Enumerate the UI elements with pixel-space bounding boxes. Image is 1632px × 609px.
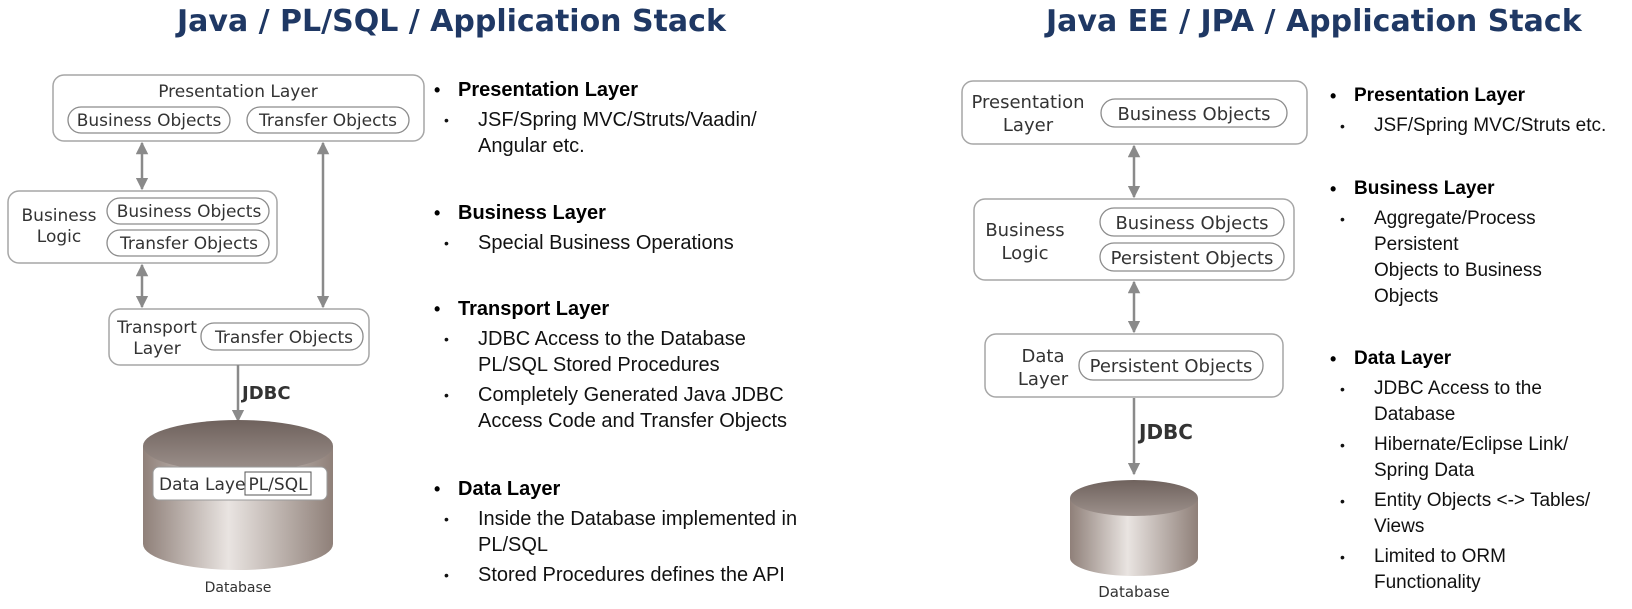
right-sec-item: JSF/Spring MVC/Struts etc. — [1340, 113, 1630, 139]
left-presentation-layer: Presentation Layer Business Objects Tran… — [52, 74, 425, 142]
right-bus-persistent-objects: Persistent Objects — [1111, 248, 1274, 269]
left-sec-item: Stored Procedures defines the API — [444, 562, 854, 588]
left-section-business: Business Layer Special Business Operatio… — [434, 200, 854, 256]
left-bus-business-objects: Business Objects — [117, 202, 262, 222]
left-business-logic: Business Logic Business Objects Transfer… — [7, 190, 278, 264]
right-section-business: Business Layer Aggregate/Process Persist… — [1330, 176, 1630, 310]
right-business-label-1: Business — [985, 220, 1064, 241]
right-business-logic: Business Logic Business Objects Persiste… — [973, 198, 1295, 281]
left-sec-item: Special Business Operations — [444, 230, 854, 256]
left-sec-item: Completely Generated Java JDBC Access Co… — [444, 382, 854, 434]
left-section-presentation: Presentation Layer JSF/Spring MVC/Struts… — [434, 77, 854, 159]
right-presentation-label-2: Layer — [1003, 115, 1054, 136]
left-data-layer-label: Data Layer — [159, 475, 252, 495]
right-data-label-2: Layer — [1018, 369, 1069, 390]
left-transport-label-1: Transport — [116, 318, 197, 338]
left-business-label-1: Business — [22, 206, 97, 226]
left-title: Java / PL/SQL / Application Stack — [177, 4, 726, 39]
right-bus-business-objects: Business Objects — [1115, 213, 1268, 234]
right-sec-item: Limited to ORM Functionality — [1340, 544, 1630, 596]
left-transport-label-2: Layer — [133, 339, 180, 359]
left-pres-business-objects: Business Objects — [77, 111, 222, 131]
right-presentation-label-1: Presentation — [971, 92, 1084, 113]
left-sec-heading-data: Data Layer — [434, 476, 854, 502]
left-sec-item: JSF/Spring MVC/Struts/Vaadin/ Angular et… — [444, 107, 854, 159]
right-sec-heading-presentation: Presentation Layer — [1330, 83, 1630, 109]
right-data-persistent-objects: Persistent Objects — [1090, 356, 1253, 377]
right-database-cylinder — [1070, 480, 1198, 576]
right-presentation-layer: Presentation Layer Business Objects — [961, 80, 1308, 145]
right-sec-heading-business: Business Layer — [1330, 176, 1630, 202]
left-plsql-label: PL/SQL — [248, 475, 308, 495]
right-section-presentation: Presentation Layer JSF/Spring MVC/Struts… — [1330, 83, 1630, 139]
left-section-data: Data Layer Inside the Database implement… — [434, 476, 854, 588]
left-sec-item: Inside the Database implemented in PL/SQ… — [444, 506, 854, 558]
right-business-label-2: Logic — [1001, 243, 1048, 264]
right-database-label: Database — [1098, 583, 1170, 601]
left-database-cylinder: Data Layer PL/SQL — [143, 420, 333, 570]
right-section-data: Data Layer JDBC Access to the Database H… — [1330, 346, 1630, 596]
left-transport-layer: Transport Layer Transfer Objects — [108, 308, 370, 366]
right-data-layer: Data Layer Persistent Objects — [984, 333, 1284, 398]
left-business-label-2: Logic — [37, 227, 81, 247]
right-jdbc-label: JDBC — [1137, 420, 1193, 444]
left-bus-transfer-objects: Transfer Objects — [119, 234, 258, 254]
right-sec-heading-data: Data Layer — [1330, 346, 1630, 372]
left-transport-transfer-objects: Transfer Objects — [214, 328, 353, 348]
left-pres-transfer-objects: Transfer Objects — [258, 111, 397, 131]
right-data-label-1: Data — [1022, 346, 1065, 367]
left-sec-item: JDBC Access to the Database PL/SQL Store… — [444, 326, 854, 378]
left-jdbc-label: JDBC — [240, 383, 291, 404]
left-sec-heading-business: Business Layer — [434, 200, 854, 226]
left-presentation-label: Presentation Layer — [158, 82, 318, 102]
left-database-label: Database — [205, 580, 272, 596]
right-sec-item: Aggregate/Process Persistent Objects to … — [1340, 206, 1630, 310]
left-sec-heading-transport: Transport Layer — [434, 296, 854, 322]
right-title: Java EE / JPA / Application Stack — [1046, 4, 1582, 39]
right-sec-item: Hibernate/Eclipse Link/ Spring Data — [1340, 432, 1630, 484]
right-pres-business-objects: Business Objects — [1117, 104, 1270, 125]
left-sec-heading-presentation: Presentation Layer — [434, 77, 854, 103]
left-section-transport: Transport Layer JDBC Access to the Datab… — [434, 296, 854, 434]
right-sec-item: Entity Objects <-> Tables/ Views — [1340, 488, 1630, 540]
right-sec-item: JDBC Access to the Database — [1340, 376, 1630, 428]
